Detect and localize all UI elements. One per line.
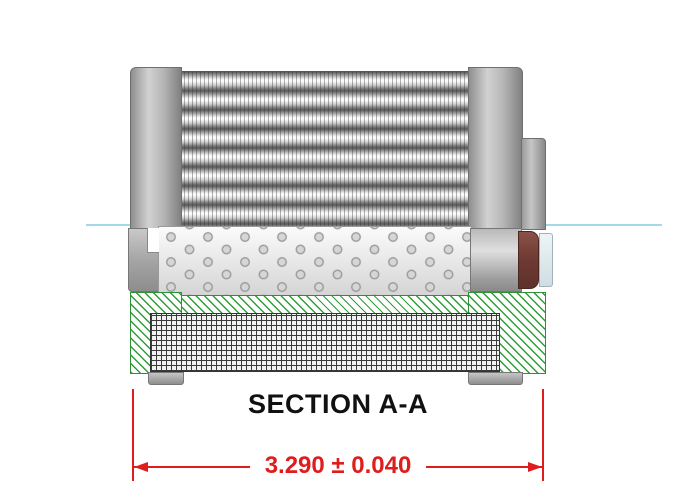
dimension-line-left [134, 466, 250, 468]
right-hub-upper [521, 138, 546, 230]
right-end-cap [468, 67, 523, 230]
right-hub-lower [470, 228, 522, 292]
extension-line-right [542, 389, 544, 481]
perforated-core-tube [158, 226, 472, 306]
dimension-arrow-right [528, 462, 542, 472]
section-label: SECTION A-A [248, 389, 428, 419]
right-hub-tip [539, 233, 553, 287]
left-cap-notch [147, 228, 159, 253]
left-end-cap [130, 67, 182, 230]
seal-oring [518, 231, 539, 289]
mesh-media-bottom [150, 313, 500, 372]
right-foot [468, 372, 523, 385]
dimension-arrow-left [134, 462, 148, 472]
extension-line-left [132, 389, 134, 481]
dimension-text: 3.290 ± 0.040 [264, 452, 412, 479]
dimension-line-right [426, 466, 542, 468]
left-foot [148, 372, 184, 385]
pleated-media-top [176, 71, 470, 228]
